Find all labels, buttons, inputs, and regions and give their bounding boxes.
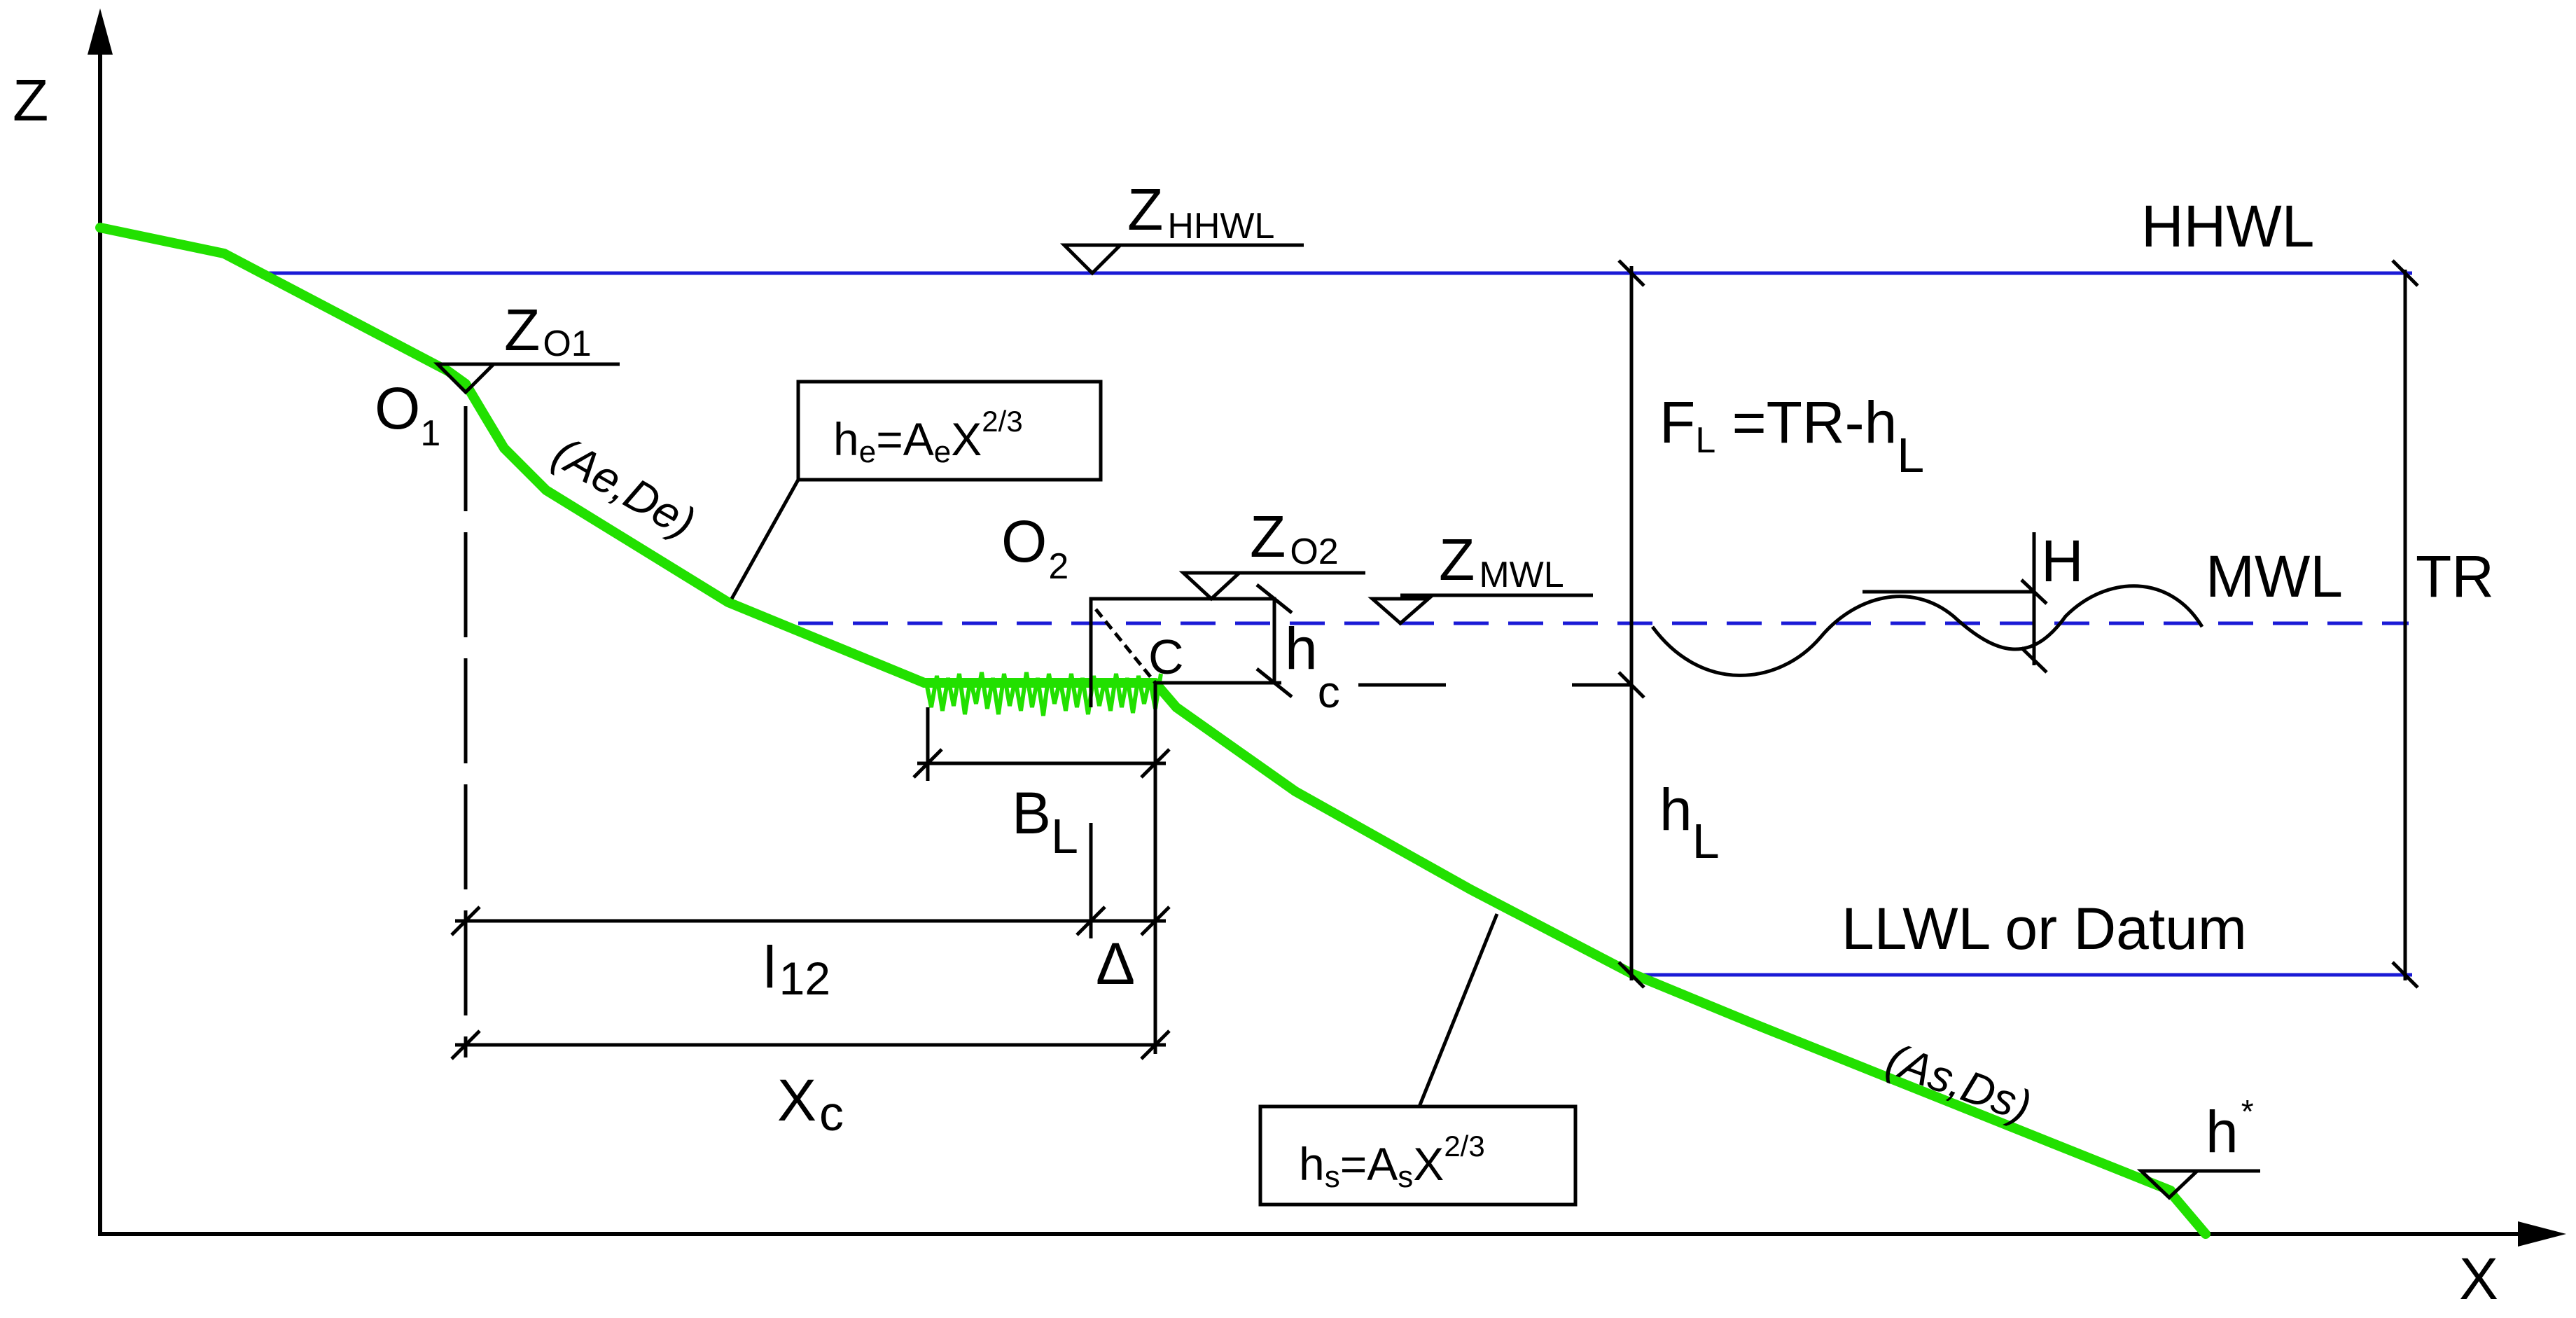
l12-tick-left bbox=[450, 906, 481, 936]
z-mwl-marker-triangle bbox=[1367, 597, 1433, 626]
upper-profile bbox=[95, 223, 929, 688]
shoreface-formula: hs=AsX2/3 bbox=[1299, 1130, 1485, 1194]
z-o2-marker-triangle bbox=[1178, 571, 1244, 602]
shoreface-formula-group: hs=AsX2/3 (As,Ds) bbox=[1258, 913, 2038, 1207]
vertical-dimensions: FL =TR-hL hL H bbox=[1617, 259, 2419, 989]
delta-label: Δ bbox=[1096, 931, 1135, 997]
fl-tick-top bbox=[1617, 259, 1645, 287]
xc-tick-left bbox=[450, 1029, 481, 1060]
x-axis-label: X bbox=[2459, 1246, 2498, 1312]
fl-tick-mid bbox=[1617, 671, 1645, 699]
shoreface-formula-box bbox=[1258, 1104, 1578, 1207]
xc-label: Xc bbox=[777, 1067, 844, 1141]
mwl-label: MWL bbox=[2206, 543, 2343, 609]
axes: Z X bbox=[13, 8, 2566, 1312]
crest-outline bbox=[1089, 597, 1276, 707]
llwl-label: LLWL or Datum bbox=[1842, 896, 2247, 962]
tr-tick-top bbox=[2391, 259, 2419, 287]
tr-label: TR bbox=[2416, 543, 2494, 609]
h-star-group: h* bbox=[2136, 1093, 2260, 1200]
l12-tick-right bbox=[1140, 906, 1171, 936]
l12-label: l12 bbox=[763, 934, 830, 1004]
fl-label: FL =TR-hL bbox=[1659, 389, 1924, 483]
hl-tick-bottom bbox=[1617, 961, 1645, 989]
lower-profile-params: (As,Ds) bbox=[1880, 1033, 2038, 1132]
z-axis-arrowhead bbox=[88, 8, 113, 55]
equilibrium-leader-line bbox=[730, 478, 800, 600]
h-star-label: h* bbox=[2206, 1093, 2254, 1165]
crest-slope-line bbox=[1094, 608, 1157, 684]
wave-curve bbox=[1650, 584, 2204, 677]
rubble-berm bbox=[924, 672, 1163, 716]
water-levels: HHWL MWL TR LLWL or Datum bbox=[266, 193, 2494, 977]
tr-tick-bottom bbox=[2391, 961, 2419, 989]
shoreface-leader-line bbox=[1416, 913, 1499, 1111]
wave-height-tick-top bbox=[2020, 578, 2048, 605]
x-axis-arrowhead bbox=[2518, 1221, 2566, 1247]
hc-top-tick bbox=[1255, 583, 1293, 614]
equilibrium-formula-box bbox=[796, 380, 1103, 482]
bl-tick-left bbox=[912, 748, 943, 779]
hhwl-label: HHWL bbox=[2141, 193, 2314, 259]
bl-tick-right bbox=[1140, 748, 1171, 779]
o1-group: ZO1 O1 bbox=[375, 297, 620, 454]
z-o1-label: ZO1 bbox=[504, 297, 592, 364]
bl-label: BL bbox=[1012, 780, 1078, 863]
equilibrium-formula: he=AeX2/3 bbox=[833, 405, 1023, 469]
wave-height-label: H bbox=[2041, 528, 2084, 594]
z-hhwl-marker-triangle bbox=[1059, 243, 1125, 276]
z-axis-label: Z bbox=[13, 67, 48, 133]
hc-label: hc bbox=[1285, 616, 1340, 717]
xc-tick-right bbox=[1140, 1029, 1171, 1060]
l12-tick-mid bbox=[1075, 906, 1106, 936]
c-label: C bbox=[1148, 630, 1184, 684]
hl-label: hL bbox=[1659, 777, 1720, 868]
o2-label: O2 bbox=[1001, 508, 1068, 587]
upper-profile-params: (Ae,De) bbox=[545, 427, 704, 548]
horizontal-dimensions: BL l12 Δ Xc bbox=[450, 406, 1171, 1141]
o1-label: O1 bbox=[375, 375, 440, 454]
wave-height-tick-bottom bbox=[2020, 646, 2048, 674]
